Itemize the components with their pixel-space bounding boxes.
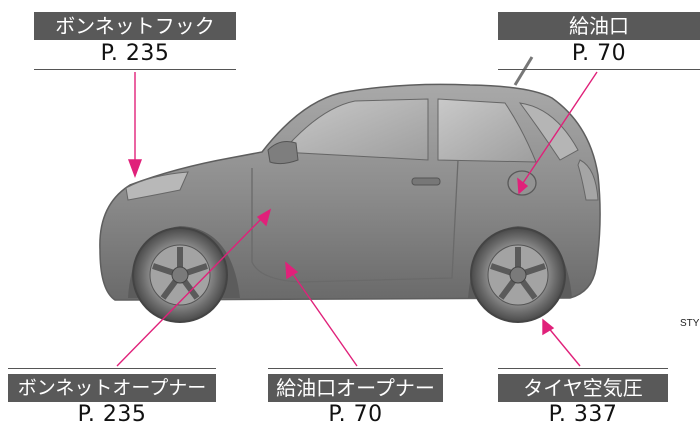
tail-lamp: [577, 159, 599, 201]
hood-release-page-ref: P. 235: [100, 41, 170, 66]
hood-opener-page-ref: P. 235: [77, 402, 147, 427]
arrowhead-fuel-door-opener: [285, 261, 299, 280]
fuel-door-opener-rule: [268, 368, 443, 369]
door-handle: [411, 177, 441, 186]
fuel-door-opener-page-ref: P. 70: [328, 402, 383, 427]
front-wheel: [132, 227, 228, 323]
arrowhead-tire-pressure: [542, 318, 555, 336]
headlight: [125, 171, 189, 201]
hood-opener-label: ボンネットオープナー: [8, 374, 216, 402]
arrowhead-fuel-filler: [517, 177, 529, 195]
door-outline: [251, 159, 459, 283]
leader-fuel-door-opener: [289, 269, 358, 367]
fuel-door-opener-label: 給油口オープナー: [268, 374, 443, 402]
fuel-filler-rule: [498, 69, 700, 70]
rear-wheel: [470, 227, 566, 323]
side-mirror: [267, 141, 299, 165]
leader-hood-opener: [116, 215, 265, 367]
tire-pressure-label: タイヤ空気圧: [498, 374, 668, 402]
tire-pressure-rule: [498, 368, 668, 369]
hood-release-rule: [34, 69, 236, 70]
leader-fuel-filler: [522, 71, 598, 184]
rear-window: [437, 98, 537, 163]
arrowhead-hood-release: [127, 159, 143, 178]
figure-code: STY: [680, 318, 700, 329]
leader-tire-pressure: [546, 325, 581, 367]
arrowhead-hood-opener: [256, 208, 272, 227]
rear-glass: [518, 102, 579, 161]
tire-pressure-page-ref: P. 337: [548, 402, 618, 427]
hood-opener-rule: [8, 368, 216, 369]
hood-release-label: ボンネットフック: [34, 12, 236, 40]
antenna: [513, 56, 534, 86]
fuel-filler-label: 給油口: [498, 12, 700, 40]
fuel-filler-page-ref: P. 70: [571, 41, 627, 66]
side-window: [280, 98, 429, 161]
